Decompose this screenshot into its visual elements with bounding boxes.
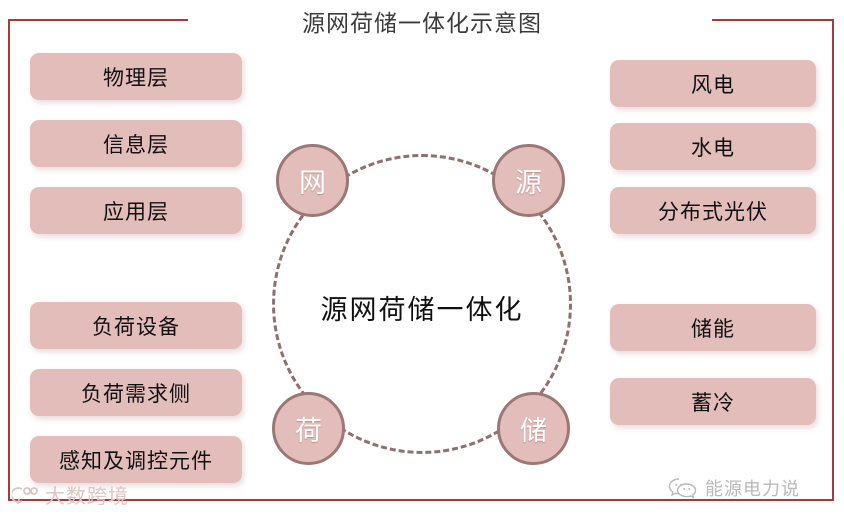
watermark-dashu: 大数跨境 <box>12 480 129 509</box>
node-storage[interactable]: 储 <box>497 392 570 465</box>
box-information-layer[interactable]: 信息层 <box>30 120 242 167</box>
node-source[interactable]: 源 <box>492 144 565 217</box>
node-grid[interactable]: 网 <box>276 144 349 217</box>
box-sensing-control-elements[interactable]: 感知及调控元件 <box>30 436 242 483</box>
frame-border-left <box>8 19 10 501</box>
node-load[interactable]: 荷 <box>272 392 345 465</box>
center-label: 源网荷储一体化 <box>320 295 524 325</box>
frame-border-top-left <box>8 19 188 21</box>
frame-border-bottom <box>8 499 834 501</box>
box-application-layer[interactable]: 应用层 <box>30 187 242 234</box>
box-wind-power[interactable]: 风电 <box>610 60 816 107</box>
wechat-icon <box>668 477 698 499</box>
box-hydro-power[interactable]: 水电 <box>610 123 816 170</box>
watermark-dashu-label: 大数跨境 <box>45 486 129 508</box>
box-physical-layer[interactable]: 物理层 <box>30 53 242 100</box>
watermark-wechat-label: 能源电力说 <box>705 479 800 499</box>
box-energy-storage[interactable]: 储能 <box>610 304 816 351</box>
dashed-circle <box>272 154 572 454</box>
watermark-wechat: 能源电力说 <box>668 475 800 501</box>
dashu-logo-icon <box>12 486 38 504</box>
frame-border-top-right <box>712 19 834 21</box>
box-distributed-pv[interactable]: 分布式光伏 <box>610 187 816 234</box>
frame-border-right <box>832 19 834 501</box>
box-load-demand-side[interactable]: 负荷需求侧 <box>30 369 242 416</box>
box-load-equipment[interactable]: 负荷设备 <box>30 302 242 349</box>
diagram-title: 源网荷储一体化示意图 <box>302 10 542 36</box>
box-cold-storage[interactable]: 蓄冷 <box>610 378 816 425</box>
